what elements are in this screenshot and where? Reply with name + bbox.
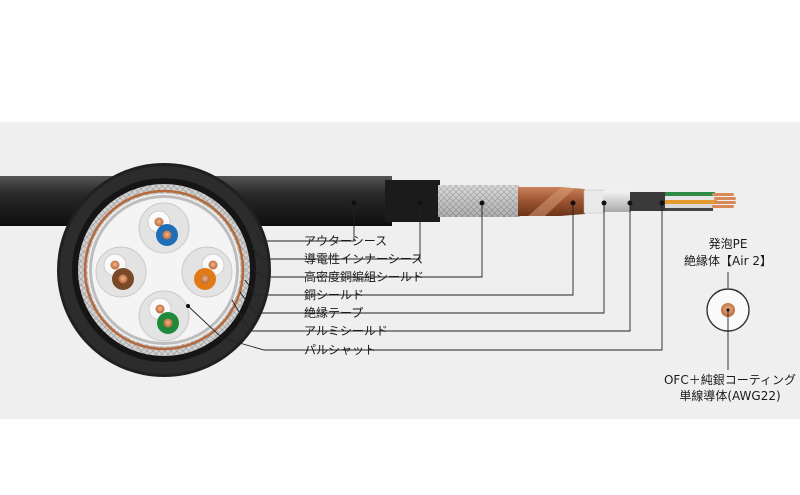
copper-shield-ring <box>83 189 245 351</box>
pair-brown <box>95 246 147 298</box>
pulse-shot-segment <box>630 192 670 211</box>
label-braid-shield: 高密度銅編組シールド <box>304 269 424 284</box>
pair-orange <box>181 246 233 298</box>
conductor-label-line1: OFC＋純銀コーティング <box>664 373 796 387</box>
insulation-label-line1: 発泡PE <box>709 237 748 251</box>
layer-labels: アウターシース 導電性インナーシース 高密度銅編組シールド 銅シールド 絶縁テー… <box>304 234 424 357</box>
pair-green <box>138 290 190 342</box>
label-pulse-shot: パルシャット <box>304 343 376 357</box>
label-aluminum-shield: アルミシールド <box>304 324 388 338</box>
conductor-label-line2: 単線導体(AWG22) <box>679 388 780 403</box>
label-insulating-tape: 絶縁テープ <box>304 305 363 320</box>
label-copper-shield: 銅シールド <box>304 288 364 302</box>
single-wire-detail: 発泡PE 絶縁体【Air 2】 OFC＋純銀コーティング 単線導体(AWG22) <box>664 237 796 403</box>
leader-lines <box>186 200 665 351</box>
label-conductive-inner-sheath: 導電性インナーシース <box>304 252 423 266</box>
cable-cross-section <box>57 163 271 377</box>
label-outer-sheath: アウターシース <box>304 234 387 248</box>
pair-blue <box>138 202 190 254</box>
exposed-wires <box>665 192 736 211</box>
inner-sheath-segment <box>385 180 440 222</box>
aluminum-shield-segment <box>603 191 631 212</box>
insulating-tape-segment <box>583 189 605 214</box>
insulation-label-line2: 絶縁体【Air 2】 <box>684 253 772 268</box>
